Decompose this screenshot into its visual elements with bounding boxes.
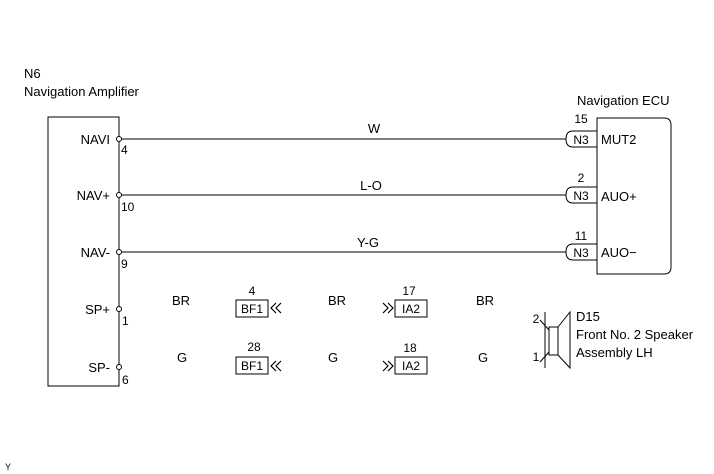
left-pin-navi: NAVI 4 <box>81 132 128 157</box>
pin-number-auo-minus: 11 <box>575 229 588 243</box>
connector-pin-number: 4 <box>249 284 256 298</box>
pin-number-nav-plus: 10 <box>121 200 135 214</box>
speaker-pin-top: 2 <box>533 312 540 326</box>
pin-label-navi: NAVI <box>81 132 110 147</box>
connector-pin-number: 18 <box>403 341 417 355</box>
connector-bf1-label: BF1 <box>241 359 263 373</box>
pin-label-auo-plus: AUO+ <box>601 189 637 204</box>
left-pin-sp-plus: SP+ 1 <box>85 302 129 328</box>
male-terminal-icon <box>382 360 394 372</box>
speaker-row-plus: BR 4 BF1 BR 17 IA2 BR <box>172 284 494 318</box>
wire-color-label: BR <box>172 293 190 308</box>
pin-label-mut2: MUT2 <box>601 132 636 147</box>
left-pin-nav-minus: NAV- 9 <box>81 245 128 271</box>
pin-number-navi: 4 <box>121 143 128 157</box>
right-pin-auo-plus: 2 N3 AUO+ <box>565 171 637 204</box>
pin-terminal-icon <box>116 192 122 198</box>
pin-number-sp-minus: 6 <box>122 373 129 387</box>
speaker-icon <box>539 310 571 370</box>
wire-color-label: W <box>368 121 381 136</box>
wire-nav-minus: Y-G <box>122 235 566 253</box>
connector-bf1-icon <box>235 356 269 375</box>
wire-color-label: G <box>478 350 488 365</box>
wire-color-label: G <box>177 350 187 365</box>
wire-color-label: Y-G <box>357 235 379 250</box>
pin-number-auo-plus: 2 <box>578 171 585 185</box>
male-terminal-icon <box>382 302 394 314</box>
left-component-name: Navigation Amplifier <box>24 84 140 99</box>
pin-terminal-icon <box>116 249 122 255</box>
connector-bf1-icon <box>235 299 269 318</box>
connector-pin-number: 28 <box>247 340 261 354</box>
connector-n3-icon <box>565 243 598 261</box>
connector-n3-label: N3 <box>573 246 589 260</box>
speaker-pin-bottom: 1 <box>533 350 540 364</box>
connector-ia2-icon <box>394 356 428 375</box>
connector-ia2-label: IA2 <box>402 302 420 316</box>
connector-n3-label: N3 <box>573 133 589 147</box>
speaker-row-minus: G 28 BF1 G 18 IA2 G <box>177 340 488 375</box>
pin-terminal-icon <box>116 306 122 312</box>
pin-label-nav-plus: NAV+ <box>77 188 110 203</box>
connector-ia2-label: IA2 <box>402 359 420 373</box>
pin-label-auo-minus: AUO− <box>601 245 637 260</box>
right-pin-mut2: 15 N3 MUT2 <box>565 112 636 148</box>
speaker-name-line2: Assembly LH <box>576 345 653 360</box>
left-component-code: N6 <box>24 66 41 81</box>
wire-color-label: G <box>328 350 338 365</box>
connector-ia2-icon <box>394 299 428 318</box>
wire-navi: W <box>122 121 566 140</box>
female-terminal-icon <box>270 302 282 314</box>
connector-n3-label: N3 <box>573 189 589 203</box>
right-pin-auo-minus: 11 N3 AUO− <box>565 229 637 261</box>
pin-terminal-icon <box>116 136 122 142</box>
pin-label-sp-minus: SP- <box>88 360 110 375</box>
navigation-ecu-box <box>596 117 672 275</box>
wire-nav-plus: L-O <box>122 178 566 196</box>
pin-label-sp-plus: SP+ <box>85 302 110 317</box>
wire-color-label: BR <box>328 293 346 308</box>
pin-number-mut2: 15 <box>574 112 588 126</box>
connector-pin-number: 17 <box>402 284 416 298</box>
connector-n3-icon <box>565 186 598 204</box>
speaker-code: D15 <box>576 309 600 324</box>
right-component-name: Navigation ECU <box>577 93 670 108</box>
pin-number-nav-minus: 9 <box>121 257 128 271</box>
female-terminal-icon <box>270 360 282 372</box>
left-pin-sp-minus: SP- 6 <box>88 360 129 387</box>
wire-color-label: BR <box>476 293 494 308</box>
connector-n3-icon <box>565 130 598 148</box>
pin-number-sp-plus: 1 <box>122 314 129 328</box>
pin-label-nav-minus: NAV- <box>81 245 110 260</box>
corner-mark: Y <box>5 462 11 472</box>
pin-terminal-icon <box>116 364 122 370</box>
wire-color-label: L-O <box>360 178 382 193</box>
connector-bf1-label: BF1 <box>241 302 263 316</box>
speaker-name-line1: Front No. 2 Speaker <box>576 327 694 342</box>
left-pin-nav-plus: NAV+ 10 <box>77 188 135 214</box>
